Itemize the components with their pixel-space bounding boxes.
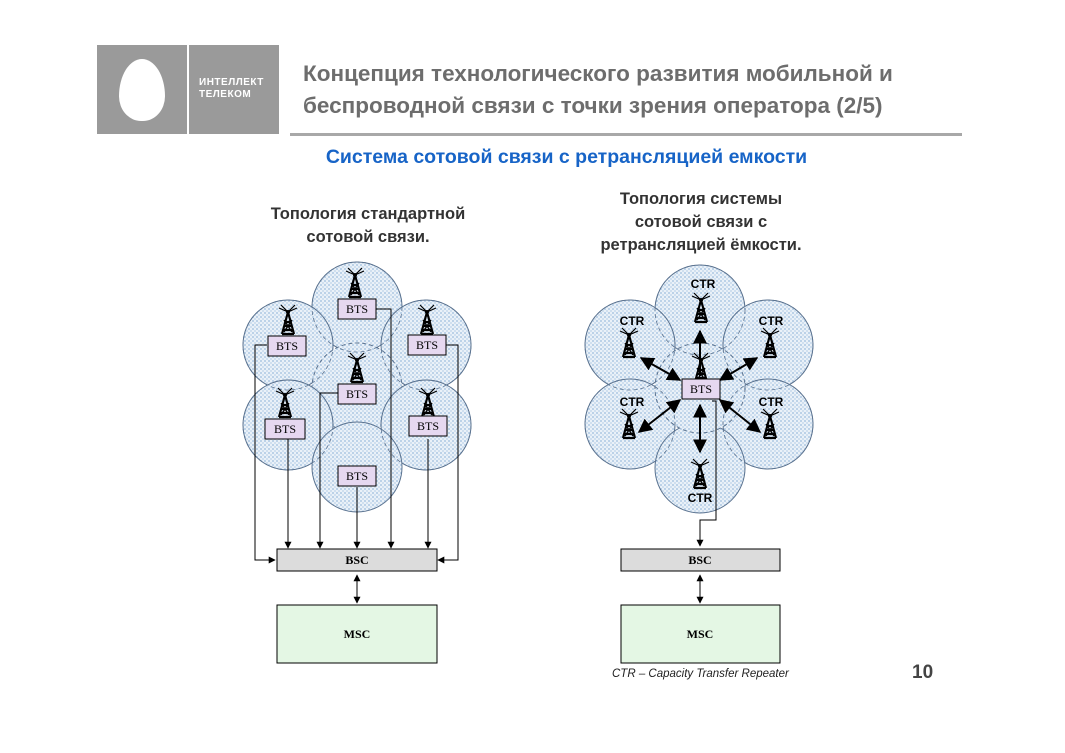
bts-unit: BTS — [407, 303, 447, 356]
left-msc: MSC — [276, 604, 438, 664]
right-msc: MSC — [620, 604, 781, 664]
company-logo: ИНТЕЛЛЕКТ ТЕЛЕКОМ — [97, 45, 279, 134]
ctr-unit: CTR — [618, 395, 645, 440]
ctr-label: CTR — [620, 314, 645, 328]
logo-text-line1: ИНТЕЛЛЕКТ — [199, 77, 264, 88]
right-caption-line2: сотовой связи с — [634, 213, 768, 231]
slide-subtitle: Система сотовой связи с ретрансляцией ем… — [325, 146, 808, 168]
ctr-label: CTR — [759, 314, 784, 328]
bts-unit: BTS — [408, 386, 448, 437]
bts-unit: BTS — [337, 266, 377, 320]
right-ctr-units: CTR CTR CTR CTR CTR CTR BTS — [618, 277, 784, 505]
bts-unit: BTS — [337, 465, 377, 487]
logo-egg-panel — [97, 45, 187, 134]
slide-title-line2: беспроводной связи с точки зрения операт… — [303, 93, 883, 118]
ctr-unit: CTR — [691, 277, 716, 324]
bts-unit: BTS — [267, 303, 307, 357]
left-links — [254, 308, 459, 604]
left-diagram-caption: Топология стандартной сотовой связи. — [228, 203, 508, 249]
ctr-unit: CTR — [618, 314, 645, 359]
right-diagram-caption: Топология системы сотовой связи с ретран… — [556, 188, 846, 257]
right-trunk — [696, 400, 717, 604]
msc-label: MSC — [344, 627, 371, 641]
ctr-unit: CTR — [688, 457, 713, 505]
right-bsc: BSC — [620, 548, 781, 572]
left-bsc: BSC — [276, 548, 438, 572]
logo-text-line2: ТЕЛЕКОМ — [199, 89, 252, 100]
bts-label: BTS — [690, 382, 712, 396]
bsc-label: BSC — [688, 553, 711, 567]
left-caption-line1: Топология стандартной — [270, 205, 466, 223]
slide-title: Концепция технологического развития моби… — [303, 58, 1003, 122]
title-divider — [290, 133, 962, 136]
bts-label: BTS — [346, 302, 368, 316]
ctr-label: CTR — [620, 395, 645, 409]
bts-label: BTS — [346, 387, 368, 401]
ctr-footnote: CTR – Capacity Transfer Repeater — [612, 668, 789, 680]
bts-label: BTS — [346, 469, 368, 483]
ctr-label: CTR — [759, 395, 784, 409]
left-caption-line2: сотовой связи. — [306, 228, 430, 246]
left-bts-units: BTS BTS BTS BTS BTS BTS BTS — [264, 266, 448, 487]
page-number: 10 — [912, 662, 934, 683]
bsc-label: BSC — [345, 553, 368, 567]
msc-label: MSC — [687, 627, 714, 641]
bts-label: BTS — [274, 422, 296, 436]
ctr-unit: CTR — [759, 395, 784, 440]
ctr-label: CTR — [691, 277, 716, 291]
ctr-unit: CTR — [759, 314, 784, 359]
bts-unit: BTS — [264, 386, 306, 440]
right-caption-line1: Топология системы — [619, 190, 783, 208]
bts-label: BTS — [417, 419, 439, 433]
bts-unit: BTS — [681, 351, 721, 400]
egg-icon — [119, 59, 165, 121]
ctr-label: CTR — [688, 491, 713, 505]
logo-text-panel — [189, 45, 279, 134]
logo-text: ИНТЕЛЛЕКТ ТЕЛЕКОМ — [199, 77, 264, 101]
bts-label: BTS — [276, 339, 298, 353]
bts-label: BTS — [416, 338, 438, 352]
right-caption-line3: ретрансляцией ёмкости. — [600, 236, 802, 254]
slide-title-line1: Концепция технологического развития моби… — [303, 61, 893, 86]
bts-unit: BTS — [337, 351, 377, 405]
right-links — [637, 329, 762, 454]
